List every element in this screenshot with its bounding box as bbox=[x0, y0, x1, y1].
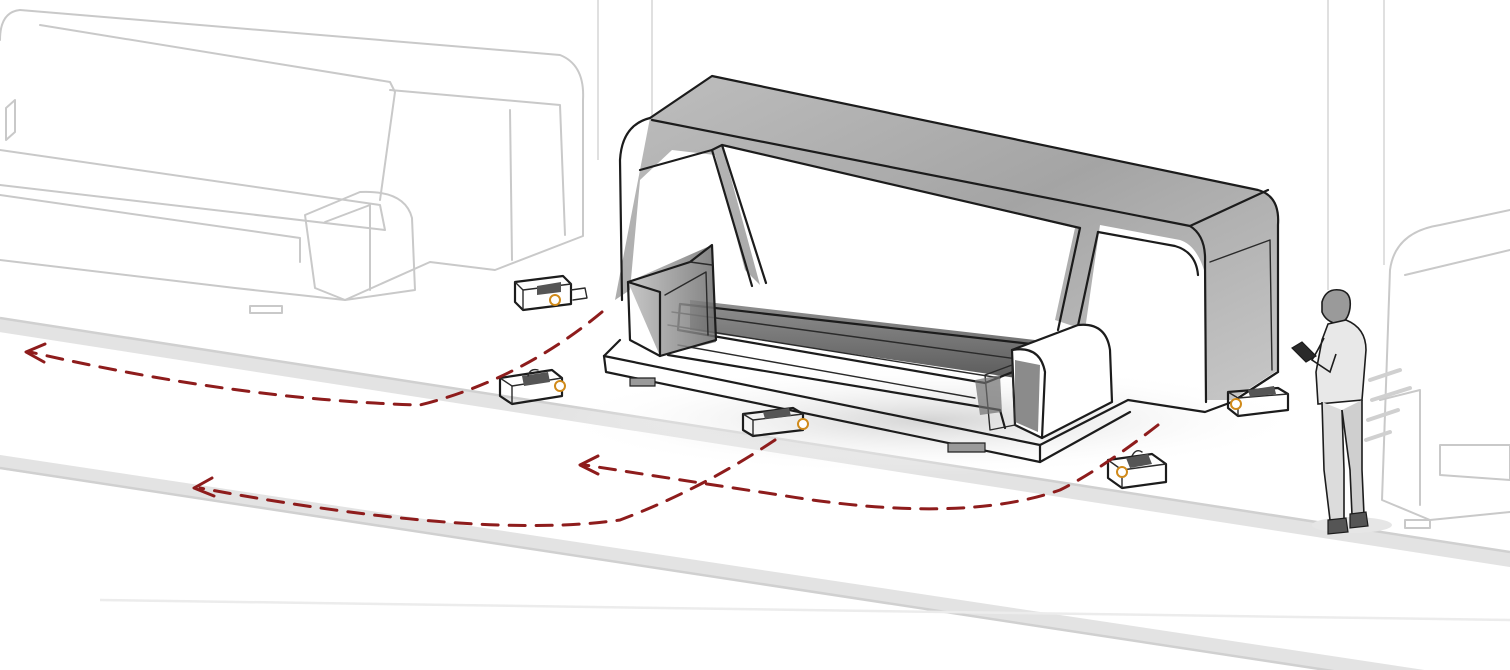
background-machine-left bbox=[0, 9, 585, 314]
robot-cart-5 bbox=[1226, 386, 1290, 418]
route-path-1 bbox=[28, 310, 604, 407]
printer-gantry bbox=[602, 74, 1280, 464]
route-path-2 bbox=[198, 438, 777, 528]
machine-floor-shadow bbox=[550, 365, 1310, 475]
robot-cart-4 bbox=[1106, 449, 1168, 490]
background-columns bbox=[597, 0, 1385, 290]
operator-with-tablet bbox=[1291, 288, 1412, 535]
route-path-3 bbox=[583, 423, 1160, 511]
robot-cart-1 bbox=[513, 274, 588, 312]
robot-carts bbox=[498, 274, 1290, 490]
background-machine-right bbox=[1379, 209, 1510, 529]
robot-cart-3 bbox=[741, 406, 809, 438]
robot-cart-2 bbox=[498, 368, 566, 406]
arrow-head-1 bbox=[24, 342, 47, 364]
tablet-icon bbox=[1291, 341, 1317, 363]
arrow-head-2 bbox=[192, 476, 216, 498]
route-paths bbox=[24, 310, 1160, 528]
arrow-head-3 bbox=[578, 454, 600, 476]
